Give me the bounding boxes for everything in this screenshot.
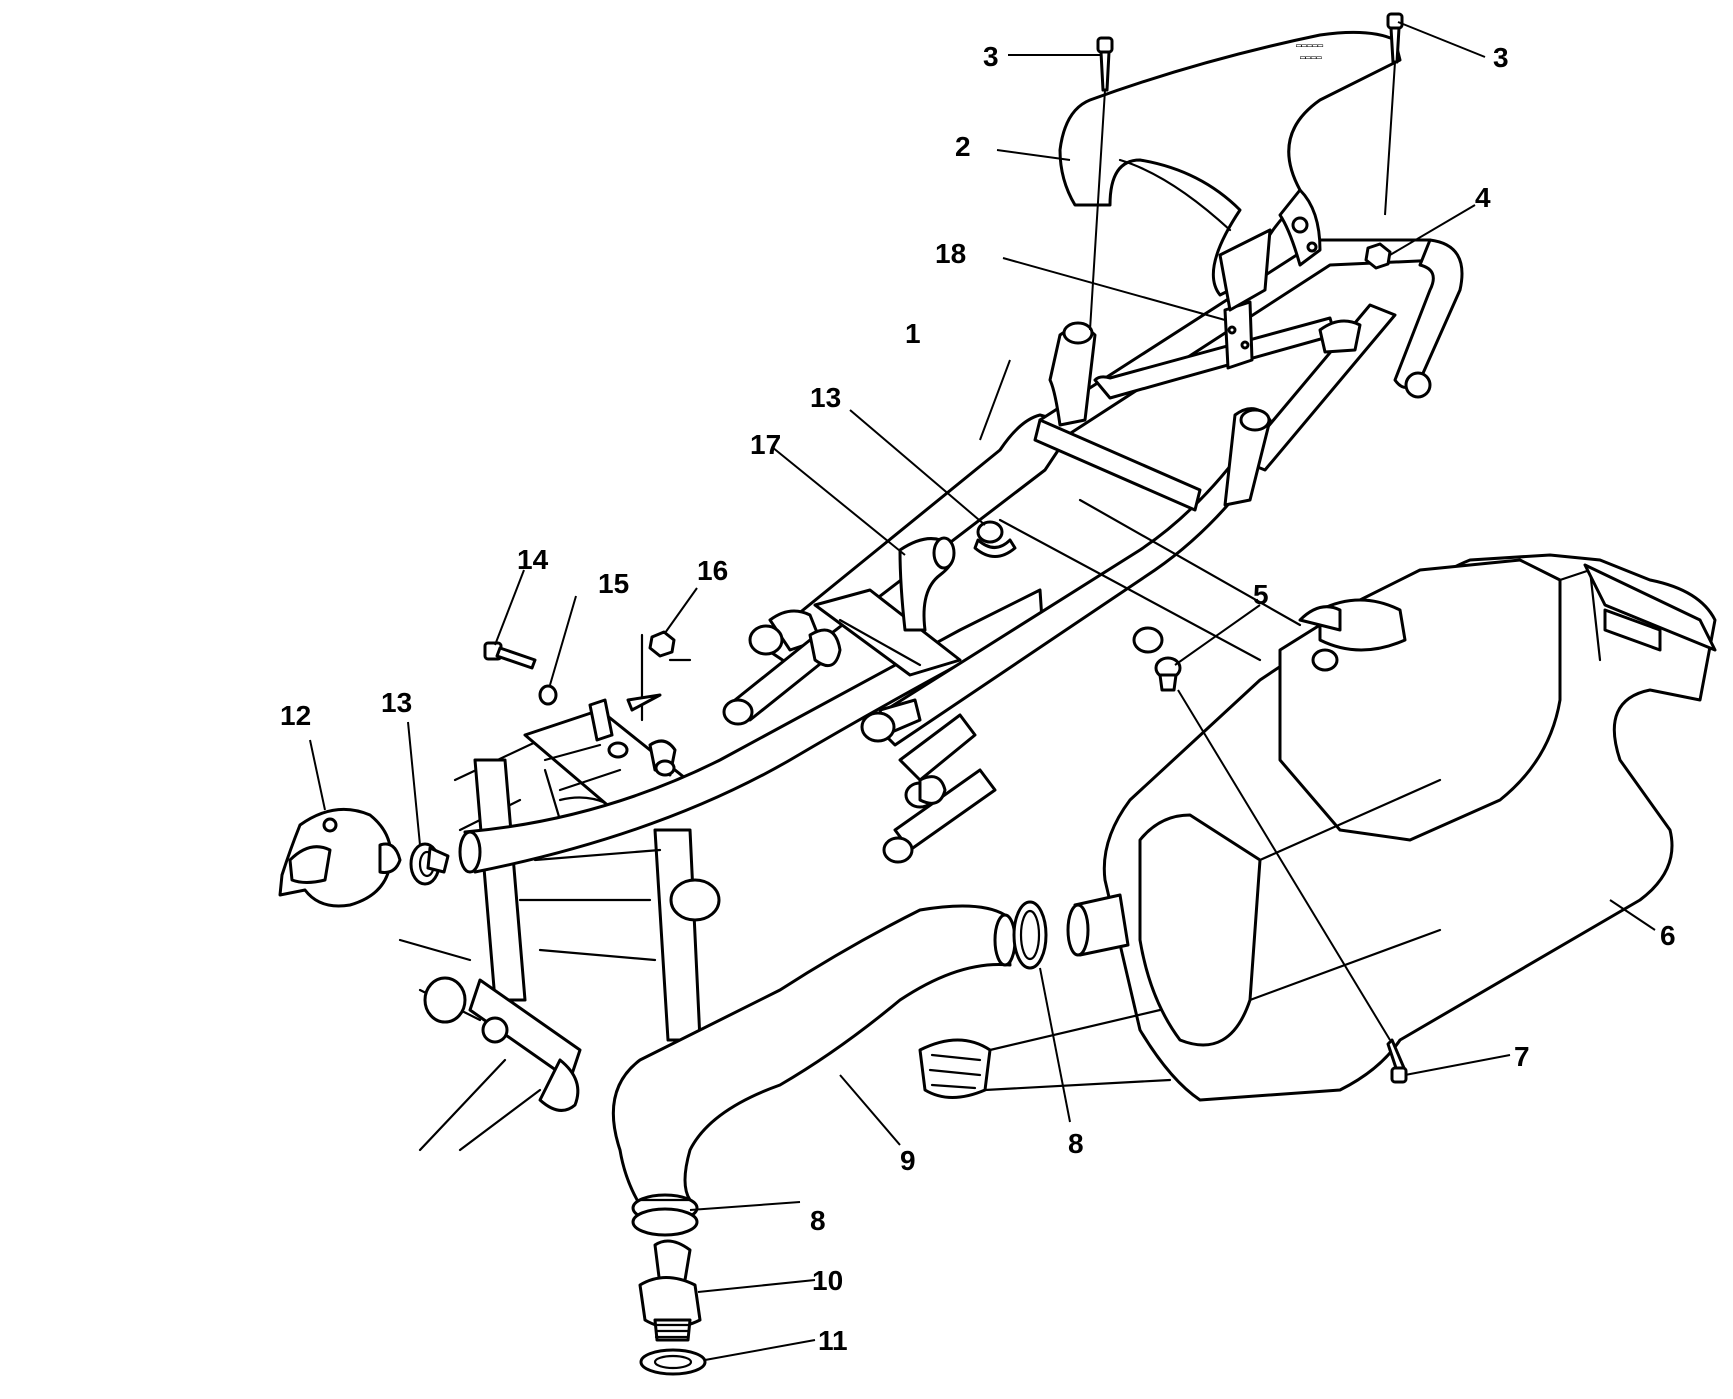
callout-9: 9	[900, 1145, 916, 1176]
callout-1: 1	[905, 318, 921, 349]
callout-5: 5	[1253, 579, 1269, 610]
hose-clamp-8-lower	[631, 1193, 699, 1237]
bolt-14	[483, 641, 537, 670]
callout-labels: 1 2 3 3 4 5 6 7 8 8 9 10 11 12 13 13 14 …	[280, 41, 1676, 1356]
handle-stamp-2: ▭▭▭▭	[1300, 53, 1322, 63]
main-frame-section	[398, 738, 721, 1152]
callout-8-lower: 8	[810, 1205, 826, 1236]
washer-11	[639, 1348, 707, 1376]
nut-4	[1364, 242, 1392, 270]
callout-3-left: 3	[983, 41, 999, 72]
bolt-3-left	[1096, 36, 1114, 92]
bolt-3-right	[1386, 12, 1404, 64]
callout-10: 10	[812, 1265, 843, 1296]
callout-4: 4	[1475, 182, 1491, 213]
callout-2: 2	[955, 131, 971, 162]
hose-clamp-8-right	[1012, 900, 1048, 970]
handle-stamp-1: ▭▭▭▭▭	[1296, 41, 1324, 51]
callout-8-right: 8	[1068, 1128, 1084, 1159]
callout-7: 7	[1514, 1041, 1530, 1072]
hose-17	[898, 536, 956, 632]
callout-17: 17	[750, 429, 781, 460]
radiator-cap-12	[278, 807, 402, 908]
screw-7-assembly-line	[1177, 689, 1391, 1041]
washer-15	[538, 684, 558, 706]
callout-13-lower: 13	[381, 687, 412, 718]
callout-11: 11	[818, 1325, 848, 1356]
callout-14: 14	[517, 544, 549, 575]
callout-16: 16	[697, 555, 728, 586]
callout-6: 6	[1660, 920, 1676, 951]
filler-neck-10	[638, 1239, 702, 1342]
callout-18: 18	[935, 238, 966, 269]
hose-clamp-13-lower	[409, 842, 450, 886]
grommet-5	[1154, 656, 1182, 692]
hose-clamp-13-upper	[973, 520, 1017, 558]
callout-15: 15	[598, 568, 629, 599]
callout-13-upper: 13	[810, 382, 841, 413]
bracket-18	[1223, 300, 1254, 370]
callout-3-right: 3	[1493, 42, 1509, 73]
nut-16	[626, 630, 692, 722]
callout-12: 12	[280, 700, 311, 731]
bolt-3-assembly-lines	[1089, 61, 1396, 331]
grab-handle: ▭▭▭▭▭ ▭▭▭▭	[1058, 30, 1402, 312]
screw-7	[1386, 1038, 1408, 1084]
callout-leaders	[309, 21, 1656, 1361]
expansion-tank	[918, 553, 1717, 1102]
mount-lug-5	[1132, 626, 1164, 654]
